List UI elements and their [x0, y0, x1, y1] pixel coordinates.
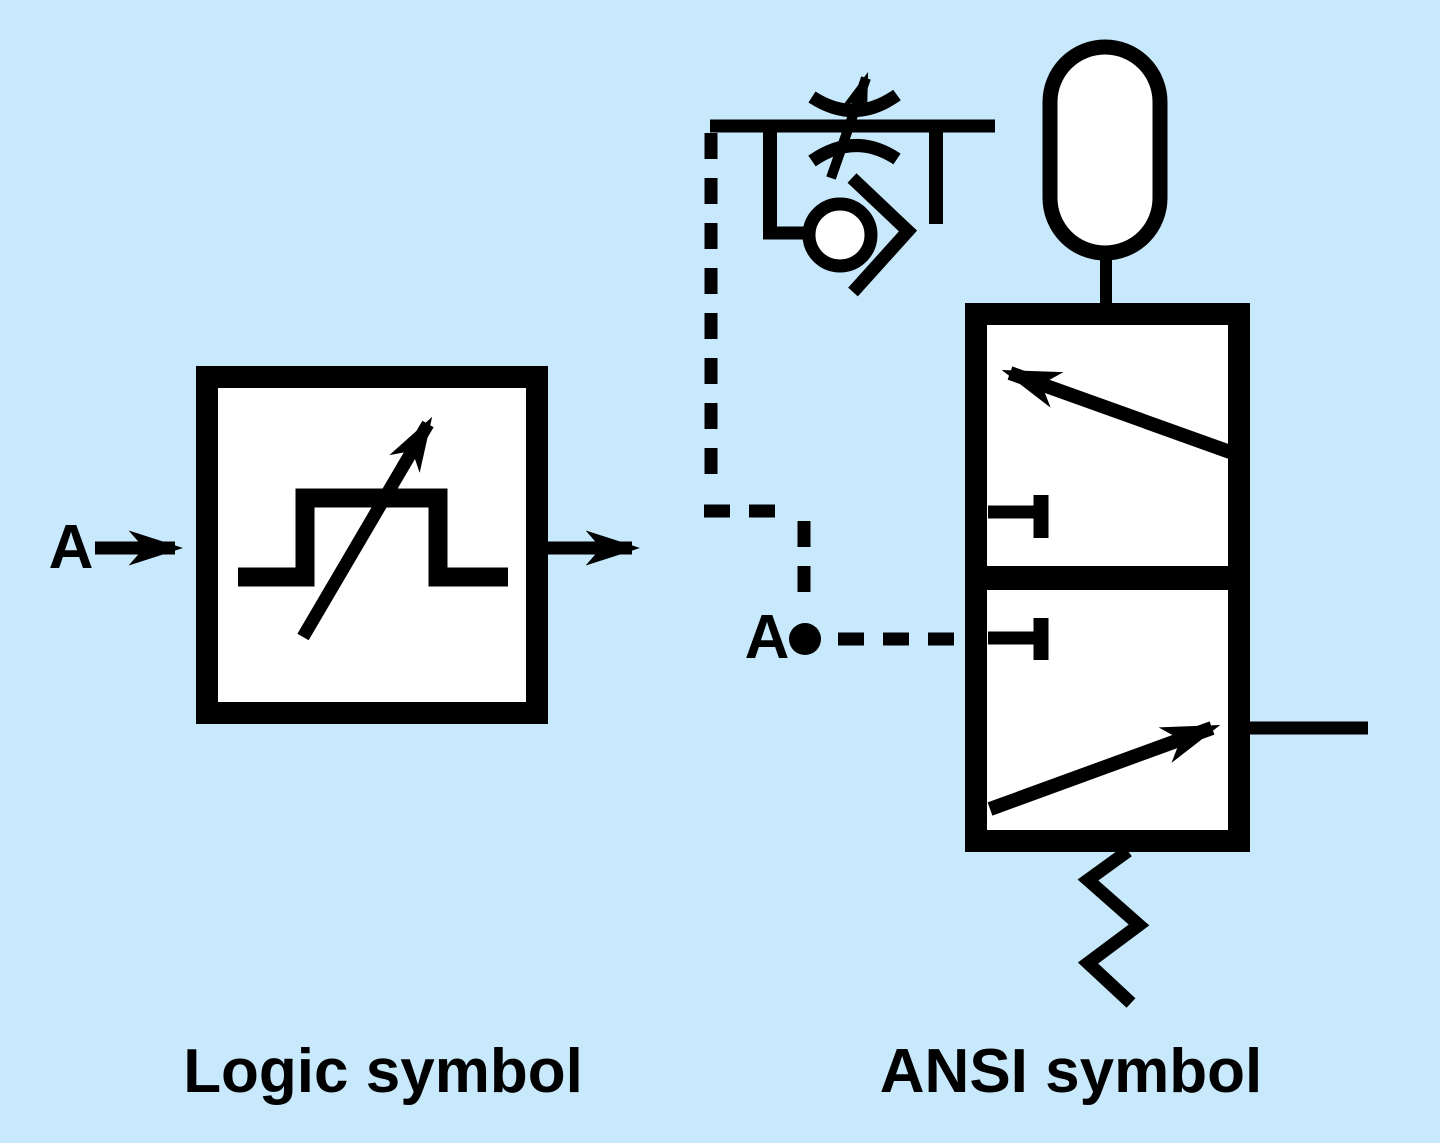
- pulse-waveform-icon: [238, 488, 508, 587]
- ansi-symbol: A ANSI symbol: [704, 39, 1368, 1106]
- check-valve-ball-icon: [802, 197, 878, 273]
- logic-box: [196, 366, 548, 724]
- ansi-pilot-label: A: [745, 603, 790, 672]
- check-valve-seat-icon: [847, 173, 918, 297]
- ansi-caption: ANSI symbol: [880, 1037, 1262, 1106]
- pilot-junction-dot: [789, 623, 821, 655]
- adjustability-arrow-icon: [297, 416, 434, 641]
- logic-caption: Logic symbol: [183, 1037, 583, 1106]
- flow-arrow-top-icon: [1001, 366, 1233, 459]
- logic-symbol: A Logic symbol: [49, 366, 641, 1106]
- spring-return-icon: [1077, 845, 1150, 1008]
- accumulator-icon: [1042, 39, 1168, 261]
- restrictor-adjust-arrow-icon: [826, 72, 871, 180]
- logic-input-label: A: [49, 513, 94, 582]
- flow-arrow-bottom-icon: [987, 721, 1221, 816]
- restrictor-lower-arc-icon: [808, 139, 901, 167]
